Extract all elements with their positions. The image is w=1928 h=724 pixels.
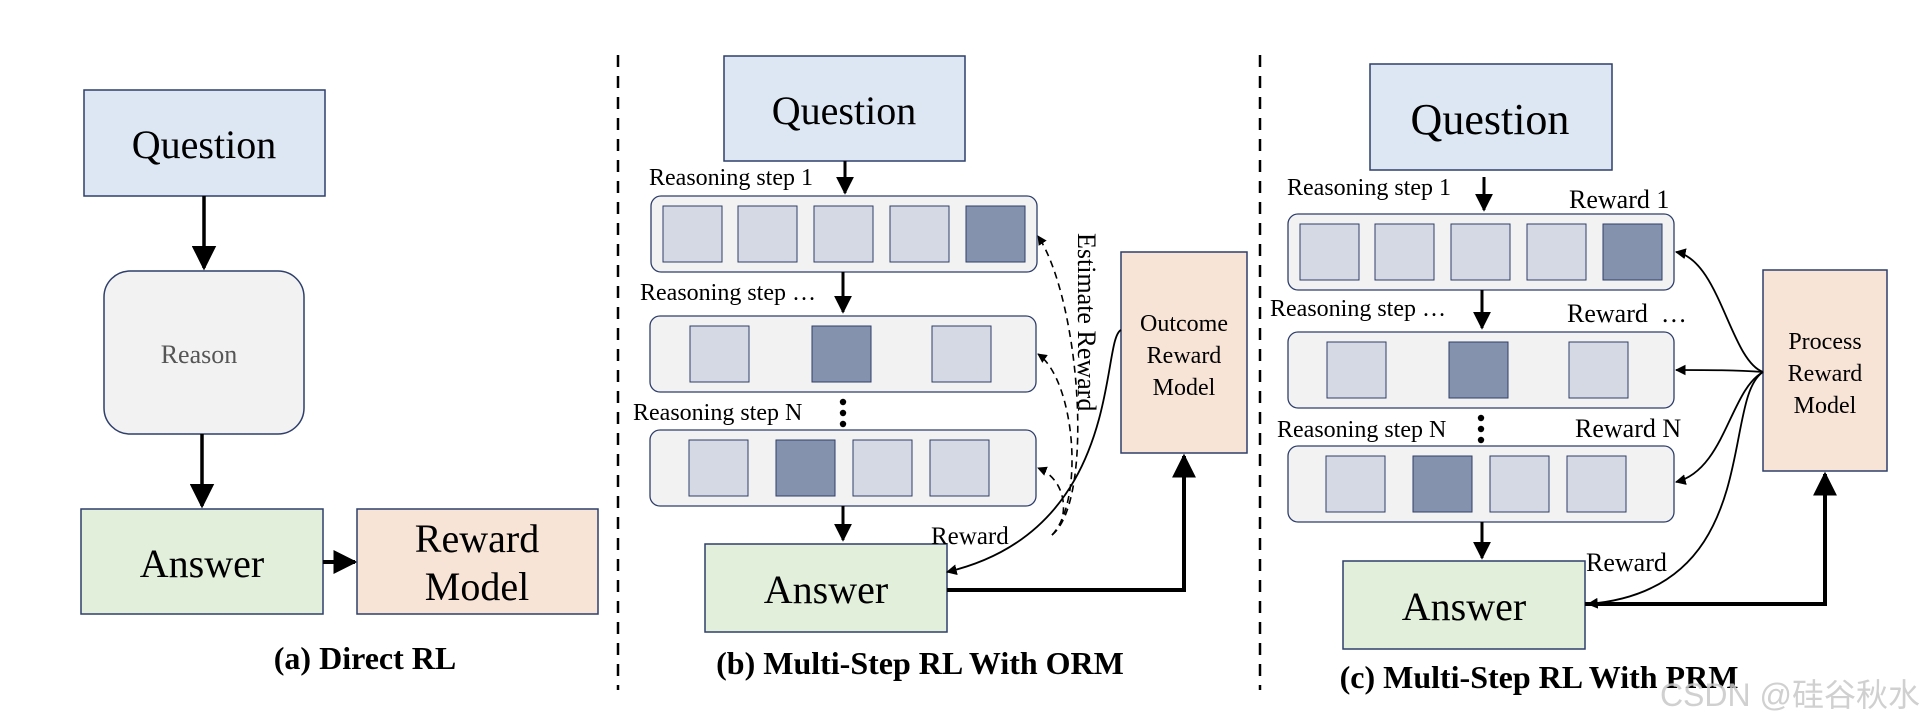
- c-step-token: [1299, 223, 1360, 281]
- c-prm-line2: Reward: [1788, 361, 1863, 387]
- c-step-token: [1450, 223, 1511, 281]
- a-question-box: [83, 89, 326, 197]
- b-step-token: [737, 205, 798, 263]
- b-orm-box: [1120, 251, 1248, 454]
- a-reason-text: Reason: [161, 340, 238, 369]
- b-step-mid-label: Reasoning step …: [640, 280, 816, 306]
- c-step-token: [1374, 223, 1435, 281]
- c-answer-text: Answer: [1402, 584, 1526, 629]
- c-prm-line1: Process: [1788, 329, 1861, 355]
- b-orm-line2: Reward: [1147, 343, 1222, 369]
- c-caption: (c) Multi-Step RL With PRM: [1340, 659, 1739, 695]
- c-reward-label: Reward: [1586, 548, 1667, 577]
- b-step-token-final: [811, 325, 872, 383]
- b-step-token: [813, 205, 874, 263]
- b-answer-to-orm-arrow: [947, 453, 1196, 592]
- panel-c: Question Reasoning step 1 Reward 1 Reaso…: [1270, 63, 1888, 695]
- b-estimate-arrow-2: [1037, 353, 1073, 536]
- b-step-token-final: [775, 439, 836, 497]
- c-step-token: [1568, 341, 1629, 399]
- c-step-token: [1326, 341, 1387, 399]
- c-prm-arrow-row2: [1674, 364, 1764, 376]
- b-step-token: [889, 205, 950, 263]
- c-prm-box: [1762, 269, 1888, 472]
- c-step-n-label: Reasoning step N: [1277, 417, 1446, 443]
- b-estimate-arrow-3: [1037, 466, 1065, 536]
- b-question-text: Question: [772, 88, 916, 133]
- c-step-token: [1489, 455, 1550, 513]
- c-reward-n-label: Reward N: [1575, 414, 1681, 443]
- c-step-token-final: [1448, 341, 1509, 399]
- b-step-token: [688, 439, 749, 497]
- b-answer-text: Answer: [764, 567, 888, 612]
- c-step-token: [1325, 455, 1386, 513]
- b-step-token: [852, 439, 913, 497]
- a-answer-box: [80, 508, 324, 615]
- a-reward-model-box: [356, 508, 599, 615]
- panel-a: Question Reason Answer Reward Model (a) …: [80, 89, 599, 676]
- a-caption: (a) Direct RL: [274, 640, 456, 676]
- b-caption: (b) Multi-Step RL With ORM: [716, 645, 1124, 681]
- b-step-1-label: Reasoning step 1: [649, 165, 813, 191]
- c-step-token: [1566, 455, 1627, 513]
- c-question-text: Question: [1411, 95, 1570, 144]
- c-step-1-label: Reasoning step 1: [1287, 175, 1451, 201]
- b-step-token-final: [965, 205, 1026, 263]
- c-step-mid-label: Reasoning step …: [1270, 296, 1446, 322]
- c-vdots: [1477, 414, 1485, 422]
- b-orm-to-answer-arrow: [945, 329, 1122, 576]
- a-reason-box: [103, 270, 305, 435]
- c-answer-box: [1342, 560, 1586, 650]
- b-orm-line3: Model: [1153, 375, 1216, 401]
- b-vdots: [839, 398, 847, 406]
- c-reward-1-label: Reward 1: [1569, 185, 1669, 214]
- a-answer-text: Answer: [140, 541, 264, 586]
- c-answer-to-prm-arrow: [1585, 471, 1837, 606]
- c-prm-arrow-row3: [1674, 371, 1764, 485]
- c-question-box: [1369, 63, 1613, 171]
- c-step-token: [1526, 223, 1587, 281]
- c-step-token-final: [1602, 223, 1663, 281]
- b-orm-line1: Outcome: [1140, 311, 1228, 337]
- b-step-token: [931, 325, 992, 383]
- c-step-token-final: [1412, 455, 1473, 513]
- b-estimate-reward-label: Estimate Reward: [1072, 233, 1101, 411]
- watermark: CSDN @硅谷秋水: [1660, 677, 1920, 713]
- a-question-text: Question: [132, 122, 276, 167]
- c-prm-arrow-row1: [1674, 248, 1764, 373]
- c-prm-line3: Model: [1794, 393, 1857, 419]
- panel-b: Question Reasoning step 1 Reasoning step…: [633, 55, 1248, 681]
- c-reward-mid-label: Reward …: [1567, 299, 1687, 328]
- b-question-box: [723, 55, 966, 162]
- b-reward-label: Reward: [931, 523, 1009, 550]
- c-vdots: [1477, 436, 1485, 444]
- a-reward-model-line1: Reward: [415, 516, 539, 561]
- b-vdots: [839, 420, 847, 428]
- b-vdots: [839, 409, 847, 417]
- b-step-token: [929, 439, 990, 497]
- b-step-token: [662, 205, 723, 263]
- b-step-token: [689, 325, 750, 383]
- a-reward-model-line2: Model: [425, 564, 529, 609]
- c-prm-arrow-answer: [1586, 371, 1764, 609]
- b-step-n-label: Reasoning step N: [633, 400, 802, 426]
- c-vdots: [1477, 425, 1485, 433]
- b-estimate-arrow-1: [1037, 235, 1079, 536]
